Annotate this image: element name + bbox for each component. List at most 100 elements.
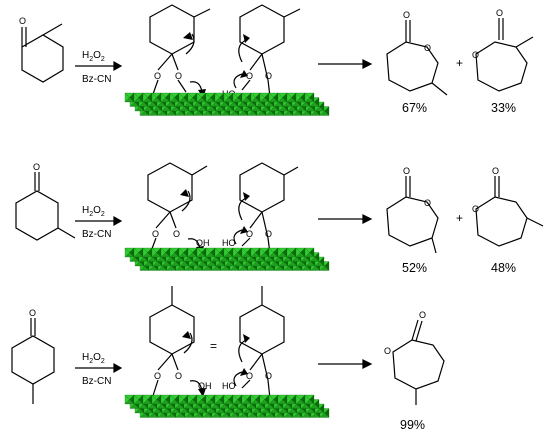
pyramid-face-left xyxy=(214,92,220,103)
pyramid-face-left xyxy=(259,92,265,103)
pyramid-face-left xyxy=(304,247,310,258)
product-arrow-2 xyxy=(318,214,373,224)
intermediate-2-left-o1: O xyxy=(152,229,159,239)
product-3-carbonyl-o: O xyxy=(419,310,426,320)
intermediate-1-right-o1: O xyxy=(246,71,253,81)
catalyst-surface-3 xyxy=(124,394,330,418)
yield-2a: 52% xyxy=(402,261,427,275)
pyramid-face-left xyxy=(286,394,292,405)
product-2a-lactone xyxy=(386,176,439,254)
intermediate-3-left-o2: O xyxy=(175,371,182,381)
pyramid-face-left xyxy=(187,394,193,405)
pyramid-face-left xyxy=(160,92,166,103)
reagent-h2o2-2: H2O2 xyxy=(82,205,105,218)
pyramid-face-left xyxy=(205,247,211,258)
pyramid-face-left xyxy=(250,92,256,103)
pyramid-face-left xyxy=(169,394,175,405)
intermediate-3-left-oh: OH xyxy=(198,381,212,391)
intermediate-2-left-o2: O xyxy=(173,229,180,239)
pyramid-face-left xyxy=(178,394,184,405)
pyramid-face-left xyxy=(124,92,130,103)
product-2a-ring-o: O xyxy=(424,198,431,208)
pyramid-face-left xyxy=(232,247,238,258)
pyramid-face-left xyxy=(241,394,247,405)
pyramid-face-left xyxy=(268,394,274,405)
pyramid-face-left xyxy=(259,247,265,258)
yield-2b: 48% xyxy=(491,261,516,275)
pyramid-face-left xyxy=(187,247,193,258)
intermediate-2-right xyxy=(233,162,299,255)
pyramid-face-left xyxy=(214,247,220,258)
catalyst-surface-1 xyxy=(124,92,330,116)
product-2a-carbonyl-o: O xyxy=(403,166,410,176)
pyramid-face-left xyxy=(295,92,301,103)
pyramid-face-left xyxy=(124,394,130,405)
pyramid-face-left xyxy=(250,247,256,258)
intermediate-2-right-o1: O xyxy=(246,229,253,239)
pyramid-face-left xyxy=(223,92,229,103)
product-1a-ring-o: O xyxy=(424,43,431,53)
reagent-h2o2-3: H2O2 xyxy=(82,352,105,365)
product-1a-lactone xyxy=(386,20,448,96)
intermediate-1-right xyxy=(233,4,301,98)
pyramid-face-left xyxy=(142,394,148,405)
row-2 xyxy=(15,172,123,241)
product-arrow-3 xyxy=(318,359,373,369)
reactant-3-methylcyclohexanone xyxy=(15,172,76,241)
pyramid-face-left xyxy=(268,92,274,103)
plus-sign-2: + xyxy=(456,211,463,225)
intermediate-3-right-ho: HO xyxy=(222,381,236,391)
pyramid-face-left xyxy=(232,92,238,103)
product-3-lactone xyxy=(392,319,445,405)
reactant-2-methylcyclohexanone xyxy=(21,23,64,83)
pyramid-face-left xyxy=(304,394,310,405)
product-2b-carbonyl-o: O xyxy=(492,166,499,176)
product-1b-carbonyl-o: O xyxy=(496,8,503,18)
pyramid-face-left xyxy=(142,92,148,103)
equivalence-sign: = xyxy=(210,339,217,353)
pyramid-face-left xyxy=(232,394,238,405)
pyramid-face-left xyxy=(133,247,139,258)
product-1b-ring-o: O xyxy=(472,50,479,60)
pyramid-face-left xyxy=(223,394,229,405)
pyramid-face-left xyxy=(295,247,301,258)
catalyst-surface-2 xyxy=(124,247,330,271)
intermediate-3-right-o2: O xyxy=(265,371,272,381)
pyramid-face-left xyxy=(160,247,166,258)
pyramid-face-left xyxy=(286,92,292,103)
reactant-carbonyl-oxygen: O xyxy=(19,16,26,26)
pyramid-face-left xyxy=(223,247,229,258)
reactant-4-methylcyclohexanone xyxy=(11,318,55,404)
pyramid-face-left xyxy=(241,92,247,103)
pyramid-face-left xyxy=(196,92,202,103)
yield-1b: 33% xyxy=(491,101,516,115)
intermediate-2-right-ho: HO xyxy=(222,238,236,248)
pyramid-face-left xyxy=(187,92,193,103)
pyramid-face-left xyxy=(304,92,310,103)
pyramid-face-left xyxy=(268,247,274,258)
pyramid-face-left xyxy=(142,247,148,258)
row-1: O xyxy=(19,16,123,83)
product-2b-ring-o: O xyxy=(472,204,479,214)
pyramid-face-left xyxy=(124,247,130,258)
intermediate-1-left-o2: O xyxy=(175,71,182,81)
pyramid-face-left xyxy=(196,247,202,258)
product-1a-carbonyl-o: O xyxy=(403,10,410,20)
pyramid-face-left xyxy=(286,247,292,258)
pyramid-face-left xyxy=(151,394,157,405)
pyramid-face-left xyxy=(169,92,175,103)
pyramid-face-left xyxy=(277,92,283,103)
reagent-h2o2: H2O2 xyxy=(82,50,105,63)
pyramid-face-left xyxy=(205,394,211,405)
pyramid-face-left xyxy=(196,394,202,405)
intermediate-1-left-o1: O xyxy=(154,71,161,81)
pyramid-face-left xyxy=(214,394,220,405)
intermediate-3-left-o1: O xyxy=(154,371,161,381)
pyramid-face-left xyxy=(178,92,184,103)
row-3 xyxy=(11,318,123,404)
reagent-bzcn-2: Bz-CN xyxy=(82,229,111,240)
intermediate-2-left-oh: OH xyxy=(196,238,210,248)
intermediate-1-left xyxy=(149,4,211,98)
reagent-bzcn-3: Bz-CN xyxy=(82,376,111,387)
intermediate-2-right-o2: O xyxy=(265,229,272,239)
